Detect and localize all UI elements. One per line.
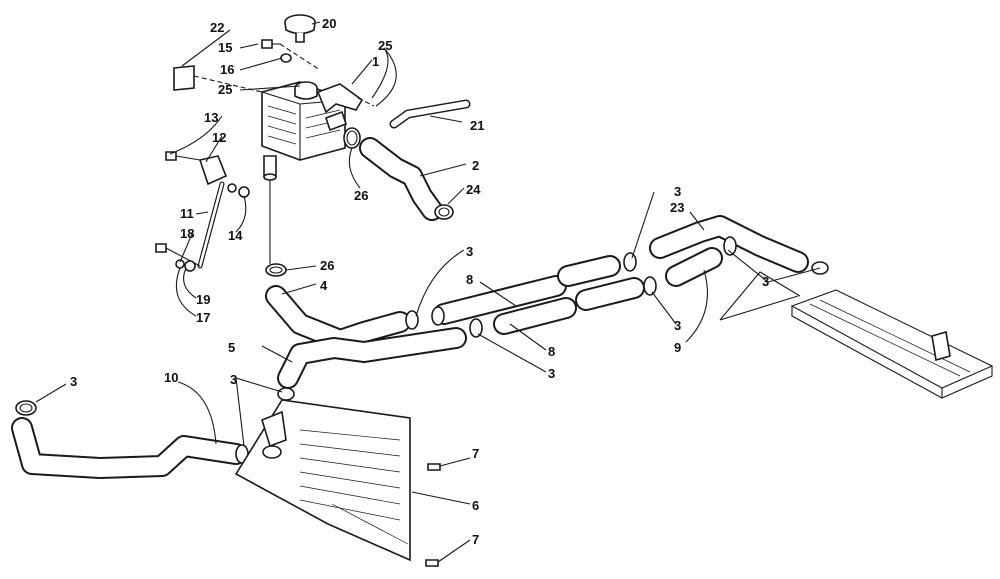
callout-26: 26	[354, 188, 368, 203]
callout-14: 14	[228, 228, 243, 243]
hose-clamp-3-e	[643, 276, 657, 296]
hose-clamp-3-j	[277, 387, 295, 401]
coolant-tube-lower	[493, 277, 645, 335]
callout-12: 12	[212, 130, 226, 145]
callout-3: 3	[674, 184, 681, 199]
hose-clamp-3-c	[469, 318, 483, 338]
hose-clamp-3-b	[431, 306, 445, 326]
callout-numbers: 22 15 16 25 20 25 1 21 2 24 26 13 12 11 …	[70, 16, 769, 547]
callout-2: 2	[472, 158, 479, 173]
callout-26: 26	[320, 258, 334, 273]
callout-21: 21	[470, 118, 484, 133]
callout-3: 3	[70, 374, 77, 389]
callout-20: 20	[322, 16, 336, 31]
washer-16	[280, 53, 292, 63]
callout-25: 25	[378, 38, 392, 53]
overflow-hose	[389, 99, 471, 129]
callout-3: 3	[466, 244, 473, 259]
callout-4: 4	[320, 278, 328, 293]
decal-22	[173, 65, 195, 91]
assembly-line-25	[357, 97, 375, 107]
hose-clamp-3-f	[723, 236, 737, 256]
callout-10: 10	[164, 370, 178, 385]
callout-25: 25	[218, 82, 232, 97]
callout-7: 7	[472, 532, 479, 547]
callout-23: 23	[670, 200, 684, 215]
callout-15: 15	[218, 40, 232, 55]
callout-11: 11	[180, 206, 194, 221]
callout-22: 22	[210, 20, 224, 35]
callout-3: 3	[548, 366, 555, 381]
callout-9: 9	[674, 340, 681, 355]
rivet-7-lower	[425, 559, 439, 567]
hose-clamp-26-lower	[265, 263, 287, 277]
callout-24: 24	[466, 182, 481, 197]
hose-10	[11, 417, 247, 479]
callout-1: 1	[372, 54, 379, 69]
callout-3: 3	[674, 318, 681, 333]
callout-5: 5	[228, 340, 235, 355]
hose-clamp-3-d	[623, 252, 637, 272]
hose-clamp-3-a	[405, 310, 419, 330]
leader-lines	[35, 21, 821, 563]
hose-23	[649, 215, 809, 273]
callout-8: 8	[548, 344, 555, 359]
hose-5	[277, 327, 467, 389]
radiator-cap	[284, 14, 316, 43]
callout-18: 18	[180, 226, 194, 241]
callout-17: 17	[196, 310, 210, 325]
bracket-link-rod	[155, 151, 250, 272]
callout-6: 6	[472, 498, 479, 513]
hose-clamp-26-upper	[343, 127, 361, 149]
callout-8: 8	[466, 272, 473, 287]
coolant-tube-upper	[433, 255, 621, 325]
callout-13: 13	[204, 110, 218, 125]
callout-3: 3	[762, 274, 769, 289]
front-heat-exchanger	[234, 399, 411, 562]
screw-15	[261, 39, 280, 49]
callout-3: 3	[230, 372, 237, 387]
hose-4	[265, 285, 411, 351]
callout-7: 7	[472, 446, 479, 461]
hose-clamp-3-h	[15, 400, 37, 416]
rear-heat-exchanger	[719, 271, 994, 399]
hose-clamp-24	[434, 204, 454, 220]
reservoir-bracket	[316, 83, 364, 114]
callout-16: 16	[220, 62, 234, 77]
hose-9	[665, 247, 723, 287]
hose-upper-right	[359, 137, 443, 221]
rivet-7-upper	[427, 463, 441, 471]
callout-19: 19	[196, 292, 210, 307]
